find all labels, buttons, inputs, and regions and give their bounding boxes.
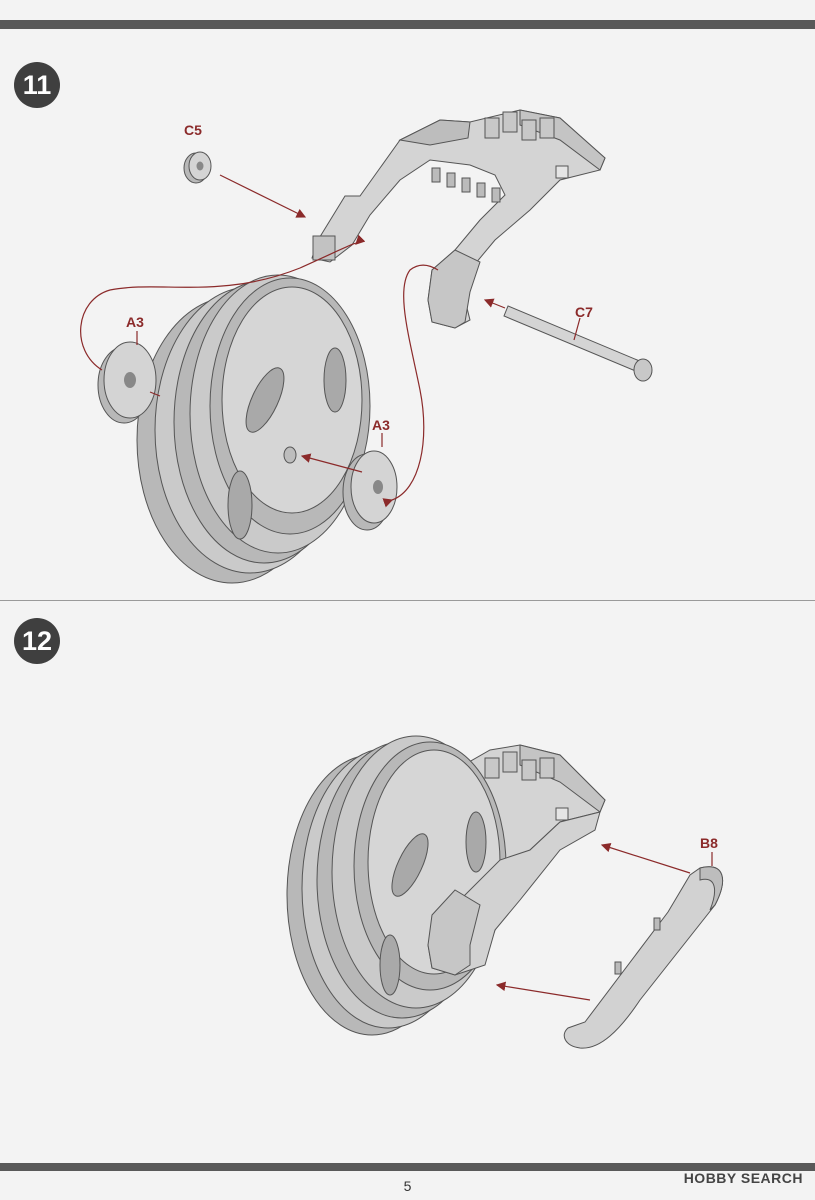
label-b8: B8 — [700, 835, 718, 851]
step-11-illustration: C5 A3 A3 C7 — [80, 109, 653, 584]
leader-c7 — [573, 317, 581, 341]
label-a3-right: A3 — [372, 417, 390, 433]
part-c5-washer — [183, 151, 212, 184]
step-divider — [0, 600, 815, 601]
bottom-rule — [0, 1163, 815, 1171]
part-tire-assembled — [286, 735, 507, 1036]
arrow-b8-lower — [495, 981, 591, 1001]
arrow-c5 — [219, 174, 307, 218]
label-a3-left: A3 — [126, 314, 144, 330]
part-a3-right-hubcap — [342, 450, 398, 531]
part-a3-left-hubcap — [97, 341, 157, 424]
label-c5: C5 — [184, 122, 202, 138]
top-rule — [0, 20, 815, 29]
arrow-a3-right-route — [382, 264, 439, 508]
arrow-a3-right — [300, 453, 363, 473]
watermark: HOBBY SEARCH — [683, 1170, 803, 1186]
arrow-b8-upper — [600, 842, 691, 874]
step-12-badge: 12 — [14, 618, 60, 664]
step-12-number: 12 — [21, 625, 53, 656]
step-12-illustration: B8 — [286, 735, 723, 1049]
arrow-a3-left-route — [80, 234, 366, 371]
part-c7-axle — [503, 305, 653, 382]
part-fork-front — [427, 811, 601, 976]
step-11-badge: 11 — [14, 62, 60, 108]
step-11-number: 11 — [22, 69, 52, 100]
part-leg-bracket — [311, 109, 606, 329]
part-tire — [136, 274, 371, 584]
arrow-a3-left-short — [149, 391, 161, 397]
part-b8-mudguard — [563, 866, 723, 1049]
arrow-c7 — [483, 298, 506, 309]
page-number: 5 — [403, 1178, 412, 1194]
label-c7: C7 — [575, 304, 593, 320]
